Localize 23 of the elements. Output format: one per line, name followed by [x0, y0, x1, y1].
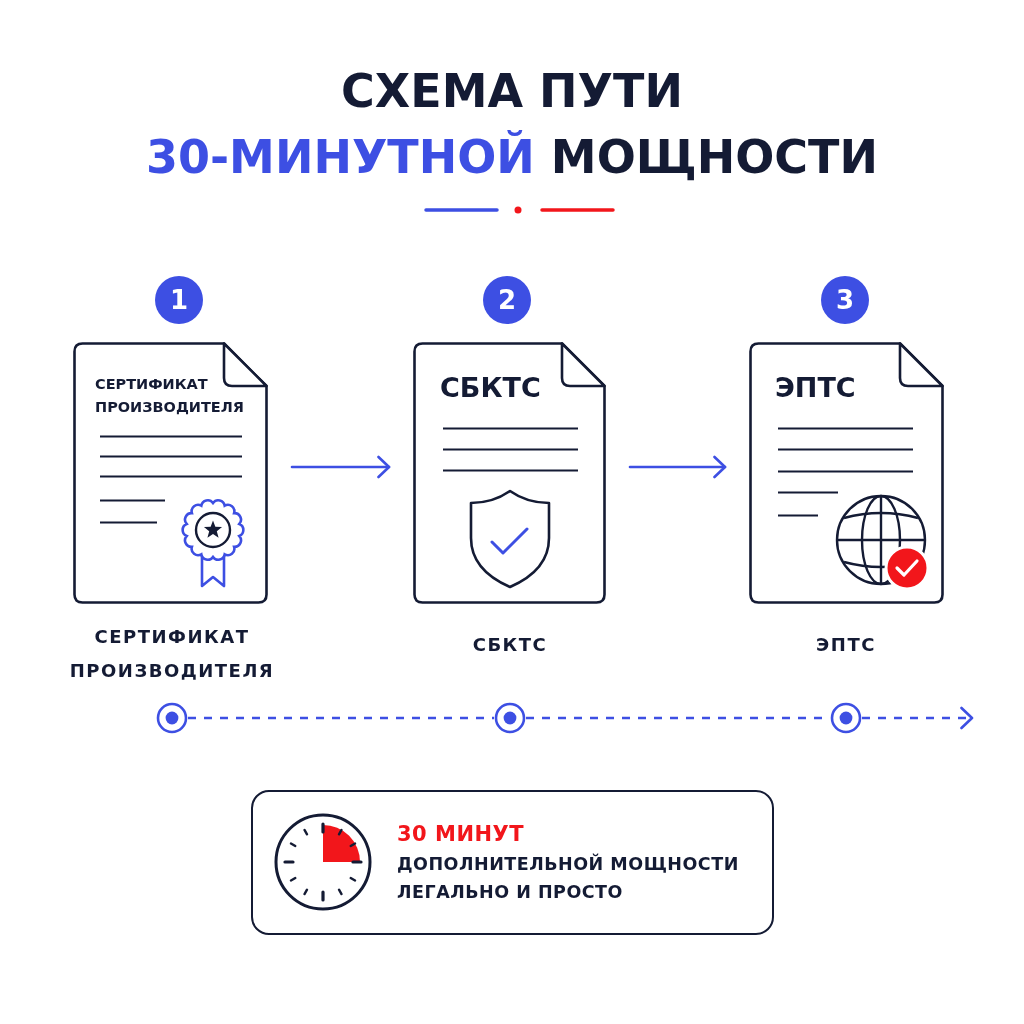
- document-title: ЭПТС: [775, 371, 857, 405]
- document-title: СЕРТИФИКАТ ПРОИЗВОДИТЕЛЯ: [95, 375, 245, 417]
- step-number-badge: 1: [155, 276, 203, 324]
- info-card: [251, 790, 774, 935]
- step-number-badge: 2: [483, 276, 531, 324]
- document-card: [749, 342, 944, 604]
- diagram-title: СХЕМА ПУТИ 30-МИНУТНОЙ МОЩНОСТИ: [145, 63, 879, 186]
- target-dot-icon: [156, 702, 188, 734]
- step-caption: СБКТС: [471, 633, 549, 657]
- document-card: [73, 342, 268, 604]
- document-title: СБКТС: [440, 371, 542, 405]
- dashed-arrow: [862, 706, 974, 730]
- arrow: [290, 455, 391, 479]
- target-dot-icon: [830, 702, 862, 734]
- target-dot-icon: [494, 702, 526, 734]
- step-caption: ЭПТС: [815, 633, 877, 657]
- highlight-heading: 30 МИНУТ: [397, 821, 525, 848]
- arrow: [628, 455, 727, 479]
- highlight-text: ДОПОЛНИТЕЛЬНОЙ МОЩНОСТИ ЛЕГАЛЬНО И ПРОСТО: [397, 852, 740, 904]
- step-number-badge: 3: [821, 276, 869, 324]
- step-caption: СЕРТИФИКАТ ПРОИЗВОДИТЕЛЯ: [68, 625, 276, 683]
- dashed-connector-line: [188, 716, 494, 720]
- document-card: [413, 342, 606, 604]
